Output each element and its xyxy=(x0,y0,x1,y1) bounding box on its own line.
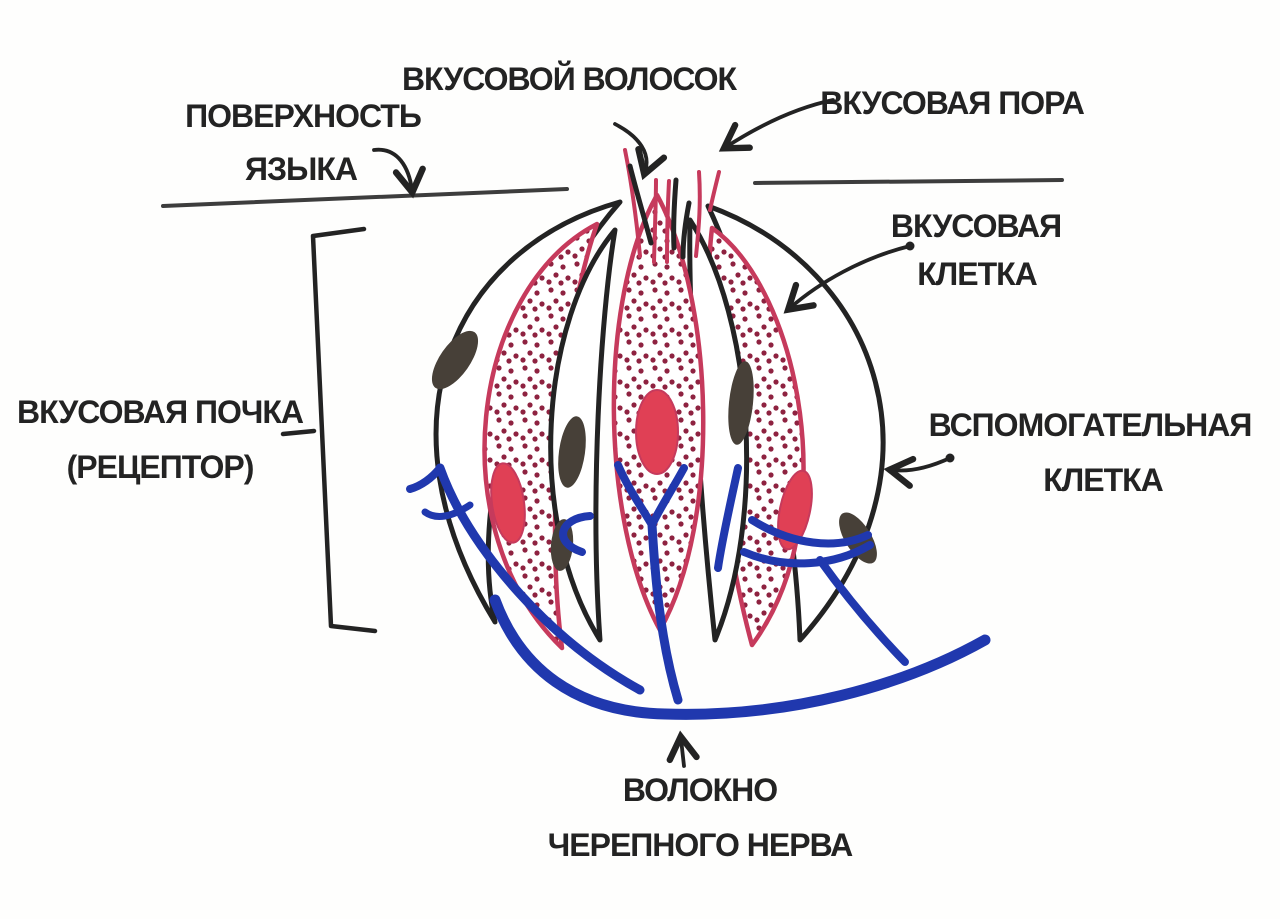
supporting-cell-arrow xyxy=(883,455,952,489)
taste-cell-nuclei xyxy=(490,389,813,551)
tongue-surface-line-right xyxy=(753,178,1064,185)
label-supporting-cell-2: КЛЕТКА xyxy=(1043,462,1163,498)
annotation-arrows xyxy=(372,98,955,768)
nerve-fibers xyxy=(406,461,991,720)
taste-hairs xyxy=(623,148,721,264)
label-taste-pore: ВКУСОВАЯ ПОРА xyxy=(820,85,1084,121)
label-taste-hair: ВКУСОВОЙ ВОЛОСОК xyxy=(402,61,738,97)
nerve-trunk xyxy=(489,594,991,720)
tongue-surface-line-left xyxy=(161,187,569,208)
label-tongue-surface-1: ПОВЕРХНОСТЬ xyxy=(185,98,421,134)
label-nerve-fiber-2: ЧЕРЕПНОГО НЕРВА xyxy=(548,827,853,863)
dark-nucleus xyxy=(728,361,754,445)
labels: ВКУСОВОЙ ВОЛОСОК ПОВЕРХНОСТЬ ЯЗЫКА ВКУСО… xyxy=(17,61,1252,863)
tongue-surface-lines xyxy=(161,178,1064,208)
taste-hair-arrow xyxy=(613,122,668,181)
red-nucleus xyxy=(777,469,813,551)
taste-bud-bracket-tick xyxy=(280,428,317,437)
dark-nucleus xyxy=(558,416,586,488)
label-supporting-cell-1: ВСПОМОГАТЕЛЬНАЯ xyxy=(929,407,1252,443)
taste-cell-arrow xyxy=(783,244,912,314)
taste-pore-arrow xyxy=(718,98,835,152)
label-taste-bud-1: ВКУСОВАЯ ПОЧКА xyxy=(17,394,304,430)
label-taste-bud-2: (РЕЦЕПТОР) xyxy=(67,449,254,485)
red-nucleus xyxy=(635,389,679,475)
label-nerve-fiber-1: ВОЛОКНО xyxy=(623,772,777,808)
taste-bud-bracket xyxy=(280,226,378,634)
label-tongue-surface-2: ЯЗЫКА xyxy=(245,151,358,187)
label-taste-cell-1: ВКУСОВАЯ xyxy=(891,208,1061,244)
taste-bud-drawing xyxy=(406,148,991,720)
label-taste-cell-2: КЛЕТКА xyxy=(917,256,1037,292)
dark-nucleus xyxy=(550,519,574,571)
dark-nucleus xyxy=(431,330,479,390)
red-nucleus xyxy=(490,462,526,544)
taste-pore-lines xyxy=(627,163,692,260)
tongue-surface-arrow xyxy=(372,147,426,199)
nerve-fiber-arrow xyxy=(666,730,700,768)
